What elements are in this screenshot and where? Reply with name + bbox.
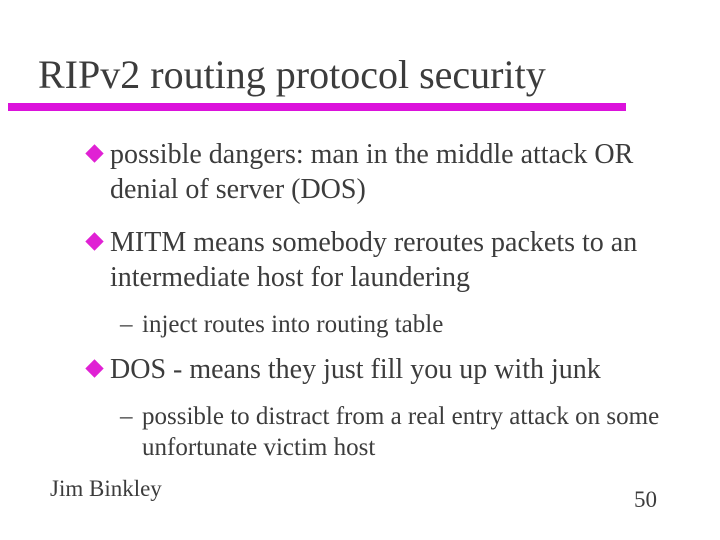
diamond-bullet-icon bbox=[85, 225, 110, 260]
dash-bullet-icon: – bbox=[120, 311, 133, 338]
diamond-bullet-icon bbox=[85, 137, 110, 172]
bullet-text: possible dangers: man in the middle atta… bbox=[110, 139, 634, 205]
page-title: RIPv2 routing protocol security bbox=[38, 52, 546, 97]
footer-author: Jim Binkley bbox=[50, 476, 162, 501]
page-number: 50 bbox=[634, 487, 657, 512]
dash-bullet-icon: – bbox=[120, 403, 133, 430]
bullet-item: MITM means somebody reroutes packets to … bbox=[85, 225, 702, 295]
bullet-text: MITM means somebody reroutes packets to … bbox=[110, 227, 638, 293]
sub-bullet-item: – inject routes into routing table bbox=[86, 309, 702, 340]
bullet-text: DOS - means they just fill you up with j… bbox=[110, 354, 601, 385]
bullet-item: possible dangers: man in the middle atta… bbox=[85, 137, 702, 207]
bullet-item: DOS - means they just fill you up with j… bbox=[85, 352, 702, 387]
bullet-list: possible dangers: man in the middle atta… bbox=[85, 137, 702, 475]
sub-bullet-text: possible to distract from a real entry a… bbox=[142, 403, 660, 461]
title-underline-bar bbox=[8, 103, 626, 111]
sub-bullet-item: – possible to distract from a real entry… bbox=[86, 401, 702, 463]
diamond-bullet-icon bbox=[85, 352, 110, 387]
sub-bullet-text: inject routes into routing table bbox=[142, 311, 444, 338]
